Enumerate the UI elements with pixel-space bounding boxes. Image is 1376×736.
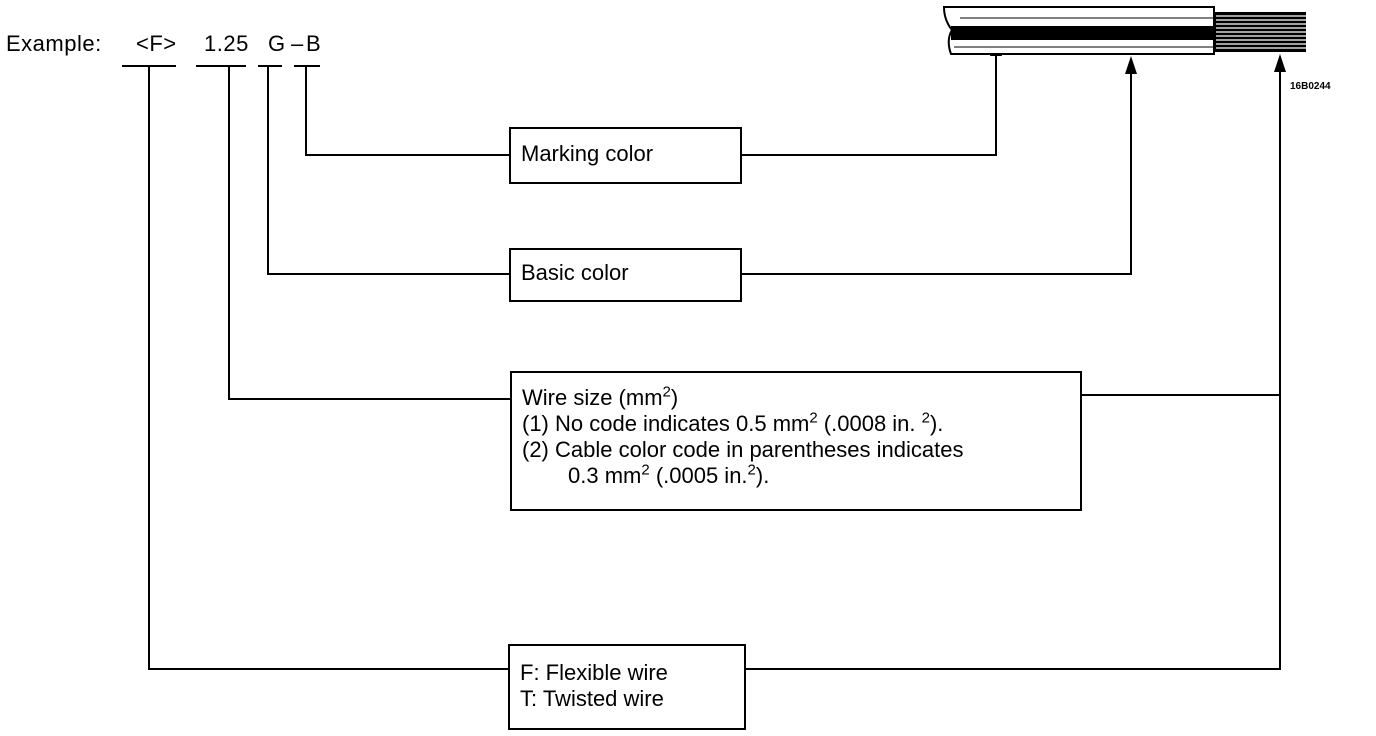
pointer-conductor [1082, 70, 1281, 396]
leader-marking [305, 66, 510, 156]
pointer-conductor-type [746, 395, 1281, 670]
code-separator: – [291, 31, 304, 56]
leader-basic [267, 66, 510, 275]
arrowhead-conductor [1274, 54, 1286, 72]
pointer-basic [742, 70, 1132, 275]
wire-size-box: Wire size (mm2) (1) No code indicates 0.… [510, 371, 1082, 511]
arrowhead-basic [1125, 56, 1137, 74]
wire-size-note-2-cont: 0.3 mm2 (.0005 in.2). [568, 461, 770, 488]
example-label: Example: [6, 31, 102, 56]
wire-size-title: Wire size (mm2) [522, 383, 679, 410]
strand-lines [1216, 15, 1306, 49]
wire-illustration [942, 6, 1306, 55]
pointer-marking [742, 54, 997, 156]
flexible-wire-label: F: Flexible wire [520, 660, 668, 685]
marking-color-label: Marking color [521, 141, 654, 166]
figure-code: 16B0244 [1290, 81, 1331, 92]
wire-marking-stripe [951, 26, 1214, 40]
twisted-wire-label: T: Twisted wire [520, 686, 664, 711]
basic-color-label: Basic color [521, 260, 629, 285]
wire-size-note-2: (2) Cable color code in parentheses indi… [522, 437, 964, 462]
example-code: Example: <F> 1.25 G – B [6, 30, 321, 58]
wire-size-note-1: (1) No code indicates 0.5 mm2 (.0008 in.… [522, 409, 944, 436]
leader-lines [148, 66, 512, 670]
leader-type [148, 66, 508, 670]
marking-color-code: B [306, 31, 322, 56]
size-code: 1.25 [204, 31, 249, 56]
basic-color-box: Basic color [509, 248, 742, 302]
pointer-lines [742, 54, 1281, 670]
leader-size [228, 66, 512, 400]
flex-code: <F> [136, 31, 177, 56]
marking-color-box: Marking color [509, 127, 742, 184]
basic-color-code: G [268, 31, 286, 56]
wire-type-box: F: Flexible wire T: Twisted wire [508, 644, 746, 730]
